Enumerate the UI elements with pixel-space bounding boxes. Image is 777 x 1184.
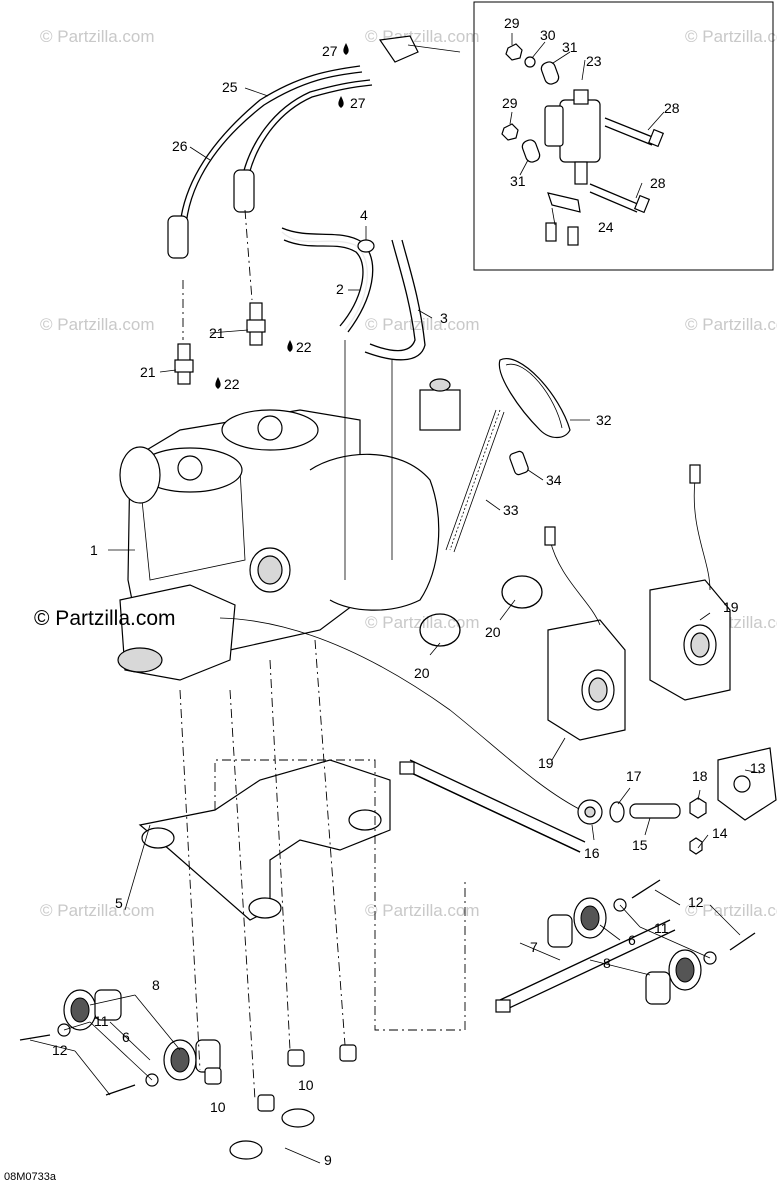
callout-14: 14 bbox=[712, 825, 728, 841]
rubber-mounts-left bbox=[19, 989, 221, 1096]
svg-text:© Partzilla.com: © Partzilla.com bbox=[685, 901, 777, 920]
svg-text:© Partzilla.com: © Partzilla.com bbox=[40, 27, 155, 46]
callout-20-lower: 20 bbox=[414, 665, 430, 681]
svg-text:© Partzilla.com: © Partzilla.com bbox=[365, 901, 480, 920]
assembly-lines bbox=[179, 209, 466, 1101]
callout-5: 5 bbox=[115, 895, 123, 911]
drawing-code: 08M0733a bbox=[4, 1171, 57, 1183]
callout-28-upper: 28 bbox=[664, 100, 680, 116]
ignition-coil-inset bbox=[473, 1, 774, 271]
callout-1: 1 bbox=[90, 542, 98, 558]
callout-2: 2 bbox=[336, 281, 344, 297]
leader-lines bbox=[29, 33, 761, 1164]
callout-31-upper: 31 bbox=[562, 39, 578, 55]
nuts-and-caps bbox=[204, 1044, 357, 1160]
svg-text:© Partzilla.com: © Partzilla.com bbox=[40, 315, 155, 334]
oil-drop-icon bbox=[215, 377, 221, 389]
callout-24: 24 bbox=[598, 219, 614, 235]
callout-33: 33 bbox=[503, 502, 519, 518]
svg-text:© Partzilla.com: © Partzilla.com bbox=[40, 901, 155, 920]
callout-19-right: 19 bbox=[723, 599, 739, 615]
callout-labels: 1 2 3 4 5 6 6 7 8 8 9 10 10 11 11 12 12 … bbox=[52, 15, 766, 1168]
callout-23: 23 bbox=[586, 53, 602, 69]
callout-19-left: 19 bbox=[538, 755, 554, 771]
starter-parts bbox=[445, 357, 571, 553]
callout-29-upper: 29 bbox=[504, 15, 520, 31]
callout-17: 17 bbox=[626, 768, 642, 784]
callout-26: 26 bbox=[172, 138, 188, 154]
callout-3: 3 bbox=[440, 310, 448, 326]
callout-27-upper: 27 bbox=[322, 43, 338, 59]
callout-31-lower: 31 bbox=[510, 173, 526, 189]
oil-drop-icon bbox=[338, 96, 344, 108]
callout-16: 16 bbox=[584, 845, 600, 861]
clamps bbox=[419, 575, 543, 647]
partzilla-watermark: © Partzilla.com bbox=[34, 607, 176, 630]
oil-fitting-parts bbox=[219, 617, 777, 855]
callout-34: 34 bbox=[546, 472, 562, 488]
callout-15: 15 bbox=[632, 837, 648, 853]
callout-12-left: 12 bbox=[52, 1042, 68, 1058]
callout-6-right: 6 bbox=[628, 932, 636, 948]
svg-text:© Partzilla.com: © Partzilla.com bbox=[685, 315, 777, 334]
engine-mount-plate bbox=[138, 759, 391, 921]
oil-drop-icons bbox=[215, 43, 349, 389]
callout-32: 32 bbox=[596, 412, 612, 428]
svg-text:© Partzilla.com: © Partzilla.com bbox=[685, 27, 777, 46]
rubber-mounts-right bbox=[547, 879, 756, 1005]
callout-12-right: 12 bbox=[688, 894, 704, 910]
oil-drop-icon bbox=[343, 43, 349, 55]
callout-28-lower: 28 bbox=[650, 175, 666, 191]
carburetors bbox=[544, 464, 731, 741]
callout-27-lower: 27 bbox=[350, 95, 366, 111]
callout-21-lower: 21 bbox=[140, 364, 156, 380]
callout-8-right: 8 bbox=[603, 955, 611, 971]
callout-22-upper: 22 bbox=[296, 339, 312, 355]
callout-18: 18 bbox=[692, 768, 708, 784]
shafts bbox=[399, 759, 676, 1013]
callout-13: 13 bbox=[750, 760, 766, 776]
spark-plug-wires bbox=[167, 35, 419, 259]
callout-29-lower: 29 bbox=[502, 95, 518, 111]
callout-11-left: 11 bbox=[94, 1013, 109, 1029]
hoses bbox=[281, 227, 426, 361]
callout-10-upper: 10 bbox=[298, 1077, 314, 1093]
callout-21-upper: 21 bbox=[209, 325, 225, 341]
engine-block bbox=[117, 378, 461, 681]
callout-9: 9 bbox=[324, 1152, 332, 1168]
oil-drop-icon bbox=[287, 340, 293, 352]
callout-4: 4 bbox=[360, 207, 368, 223]
callout-7: 7 bbox=[530, 939, 538, 955]
callout-25: 25 bbox=[222, 79, 238, 95]
callout-10-lower: 10 bbox=[210, 1099, 226, 1115]
callout-20-upper: 20 bbox=[485, 624, 501, 640]
callout-8-left: 8 bbox=[152, 977, 160, 993]
callout-6-left: 6 bbox=[122, 1029, 130, 1045]
spark-plugs bbox=[174, 302, 266, 385]
callout-30: 30 bbox=[540, 27, 556, 43]
callout-22-lower: 22 bbox=[224, 376, 240, 392]
callout-11-right: 11 bbox=[654, 920, 669, 936]
